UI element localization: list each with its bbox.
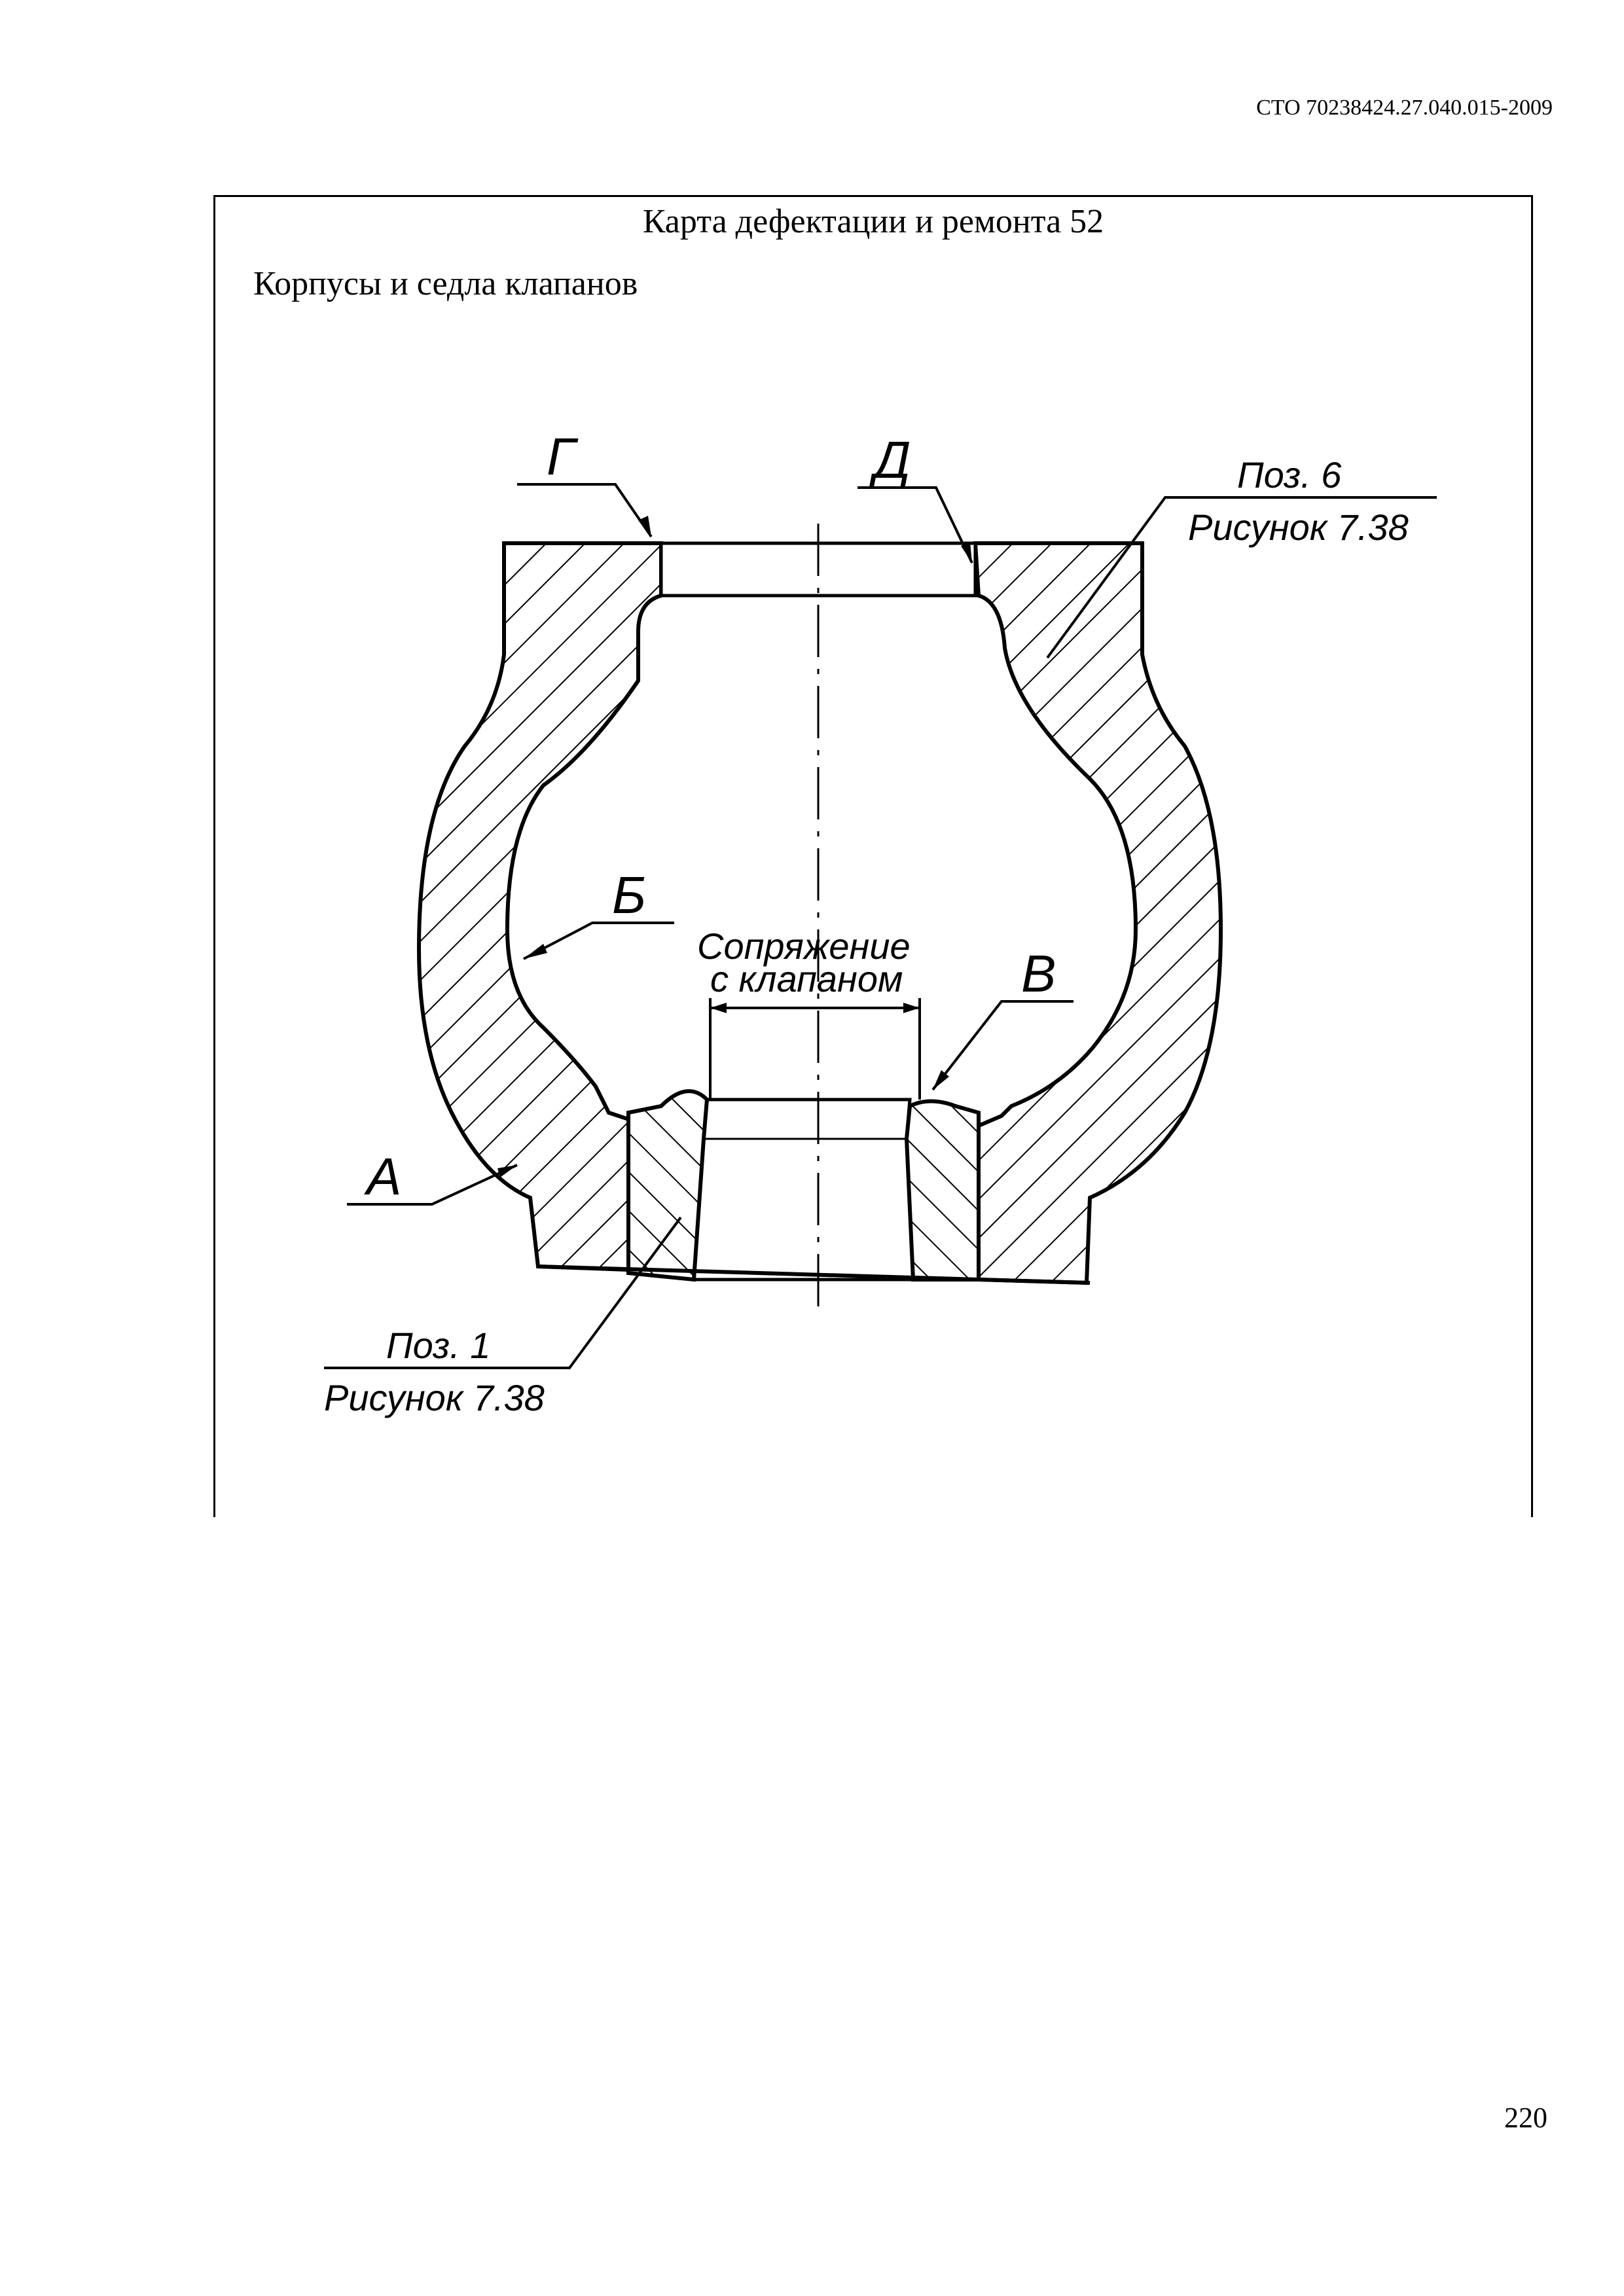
leader-b bbox=[523, 922, 674, 960]
label-pos6-line2: Рисунок 7.38 bbox=[1188, 507, 1409, 548]
label-b: Б bbox=[612, 866, 646, 924]
defect-card-frame: Карта дефектации и ремонта 52 Корпусы и … bbox=[213, 195, 1533, 1517]
label-mating-line2: с клапаном bbox=[710, 958, 903, 999]
body-left-wall bbox=[416, 541, 663, 1272]
leader-d bbox=[857, 486, 973, 564]
label-d: Д bbox=[869, 431, 911, 489]
label-g: Г bbox=[547, 427, 579, 486]
leader-g bbox=[517, 483, 653, 538]
label-pos6-line1: Поз. 6 bbox=[1237, 454, 1342, 495]
card-title: Карта дефектации и ремонта 52 bbox=[642, 203, 1104, 240]
label-v: В bbox=[1021, 944, 1056, 1003]
card-subtitle: Корпусы и седла клапанов bbox=[253, 265, 638, 302]
label-mating-line1: Сопряжение bbox=[697, 925, 911, 967]
body-right-wall bbox=[973, 541, 1223, 1285]
leader-pos6 bbox=[1046, 496, 1437, 659]
leader-pos1 bbox=[324, 1216, 682, 1369]
page-number: 220 bbox=[1504, 2102, 1547, 2134]
seat-ring-right bbox=[904, 1099, 981, 1282]
leader-a bbox=[347, 1164, 518, 1206]
document-code: СТО 70238424.27.040.015-2009 bbox=[1256, 96, 1553, 120]
seat-bore bbox=[692, 1098, 915, 1282]
label-a: А bbox=[364, 1147, 401, 1206]
label-pos1-line1: Поз. 1 bbox=[386, 1325, 490, 1366]
label-pos1-line2: Рисунок 7.38 bbox=[324, 1377, 545, 1418]
leader-v bbox=[931, 1000, 1074, 1091]
